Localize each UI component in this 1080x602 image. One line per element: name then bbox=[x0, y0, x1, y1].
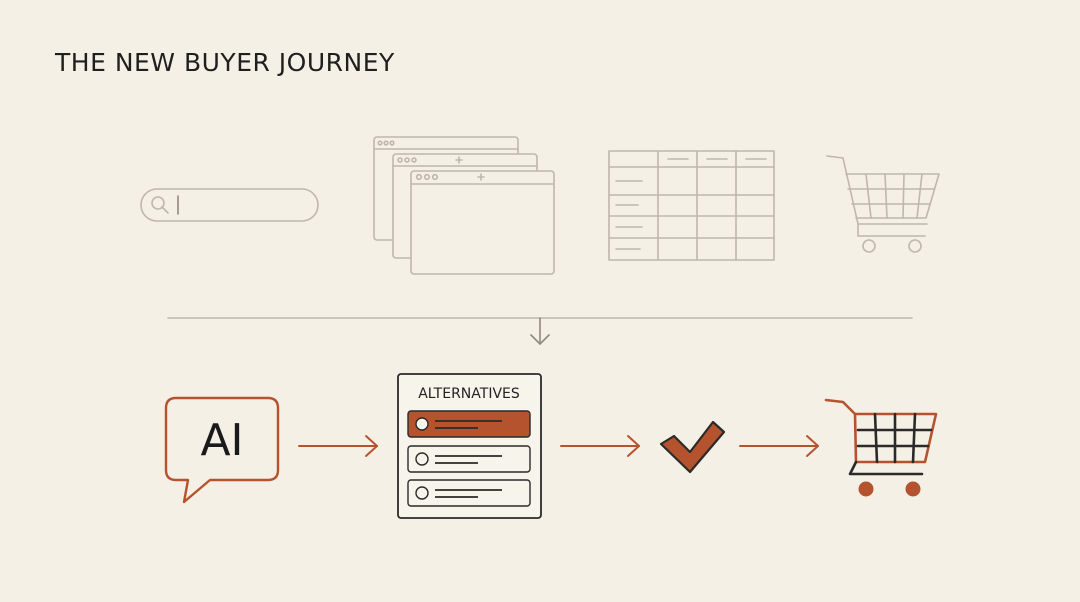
alternative-option bbox=[407, 479, 531, 507]
arrow-right-icon bbox=[739, 435, 819, 457]
shopping-cart-icon bbox=[824, 398, 938, 497]
browser-window-front bbox=[410, 170, 555, 275]
checkmark-icon bbox=[659, 420, 726, 474]
ai-chat-bubble-icon: AI bbox=[164, 396, 280, 504]
down-arrow-icon bbox=[530, 334, 550, 346]
search-bar-icon bbox=[140, 188, 319, 222]
transition-divider bbox=[167, 317, 913, 346]
arrow-right-icon bbox=[298, 435, 378, 457]
arrow-right-icon bbox=[560, 435, 640, 457]
alternative-option-selected bbox=[407, 410, 531, 438]
old-journey bbox=[140, 136, 940, 275]
alternative-option bbox=[407, 445, 531, 473]
new-journey: AI ALTERNATIVES bbox=[164, 373, 938, 519]
alternatives-list: ALTERNATIVES bbox=[397, 373, 542, 519]
shopping-cart-icon-old bbox=[826, 155, 940, 253]
page-title: THE NEW BUYER JOURNEY bbox=[55, 48, 395, 77]
ai-label: AI bbox=[200, 415, 243, 466]
comparison-table-icon bbox=[608, 150, 775, 261]
browser-windows-icon bbox=[373, 136, 555, 275]
alternatives-title: ALTERNATIVES bbox=[418, 386, 520, 402]
